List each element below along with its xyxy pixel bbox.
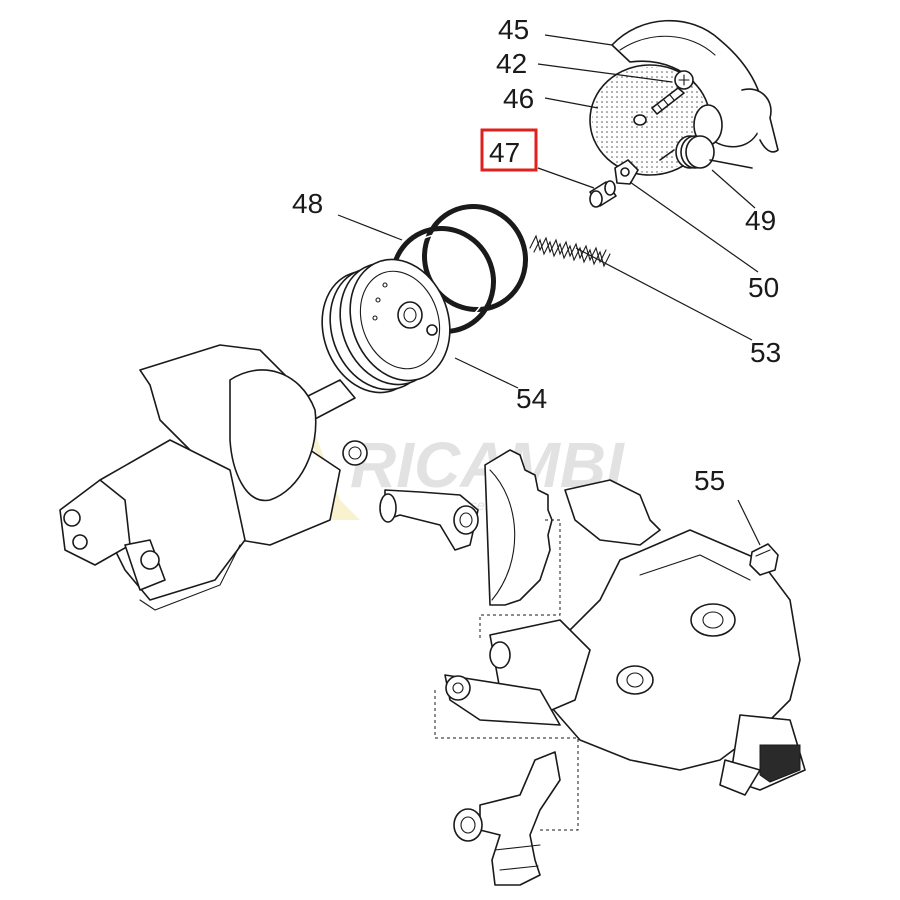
leader-47-highlight	[537, 167, 595, 189]
leader-55	[737, 499, 761, 546]
brew-unit-housing	[59, 344, 368, 611]
callout-labels: 45 42 46 47 48 49 50 53 54 55	[292, 14, 781, 496]
callout-49: 49	[745, 205, 776, 236]
part-42-screw	[651, 70, 694, 115]
part-53-spring	[529, 234, 611, 268]
leader-lines	[337, 34, 761, 546]
part-47-pin	[589, 180, 617, 208]
callout-50: 50	[748, 272, 779, 303]
leader-49	[711, 169, 756, 209]
leader-54	[454, 357, 519, 389]
callout-47: 47	[489, 137, 520, 168]
leader-50	[629, 181, 759, 273]
gear-lever-upper	[379, 449, 553, 606]
callout-42: 42	[496, 48, 527, 79]
brew-frame	[444, 479, 806, 796]
part-55-clip	[749, 543, 779, 576]
callout-55: 55	[694, 465, 725, 496]
callout-46: 46	[503, 83, 534, 114]
callout-45: 45	[498, 14, 529, 45]
leader-53	[575, 247, 753, 341]
part-49-spring	[659, 135, 753, 169]
callout-54: 54	[516, 383, 547, 414]
callout-53: 53	[750, 337, 781, 368]
leader-45	[544, 34, 613, 46]
part-50-nut	[614, 159, 639, 185]
gear-lever-lower	[453, 751, 561, 886]
assembly-guides	[434, 519, 579, 831]
leader-48	[337, 214, 403, 241]
leader-46	[544, 97, 599, 109]
part-54-piston	[321, 258, 451, 394]
leader-42	[537, 63, 673, 83]
callout-48: 48	[292, 188, 323, 219]
callout-47-highlight-box	[480, 128, 538, 172]
